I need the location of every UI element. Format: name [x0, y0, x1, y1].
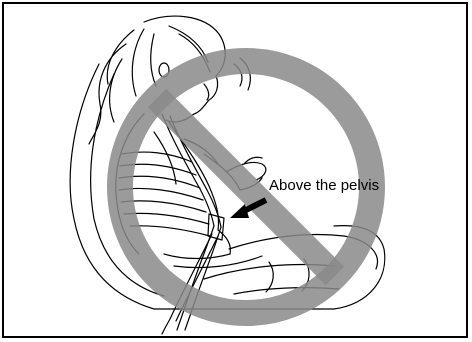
callout-label: Above the pelvis — [269, 177, 379, 195]
illustration-frame: Above the pelvis — [2, 2, 468, 338]
occupant-illustration — [4, 4, 466, 336]
